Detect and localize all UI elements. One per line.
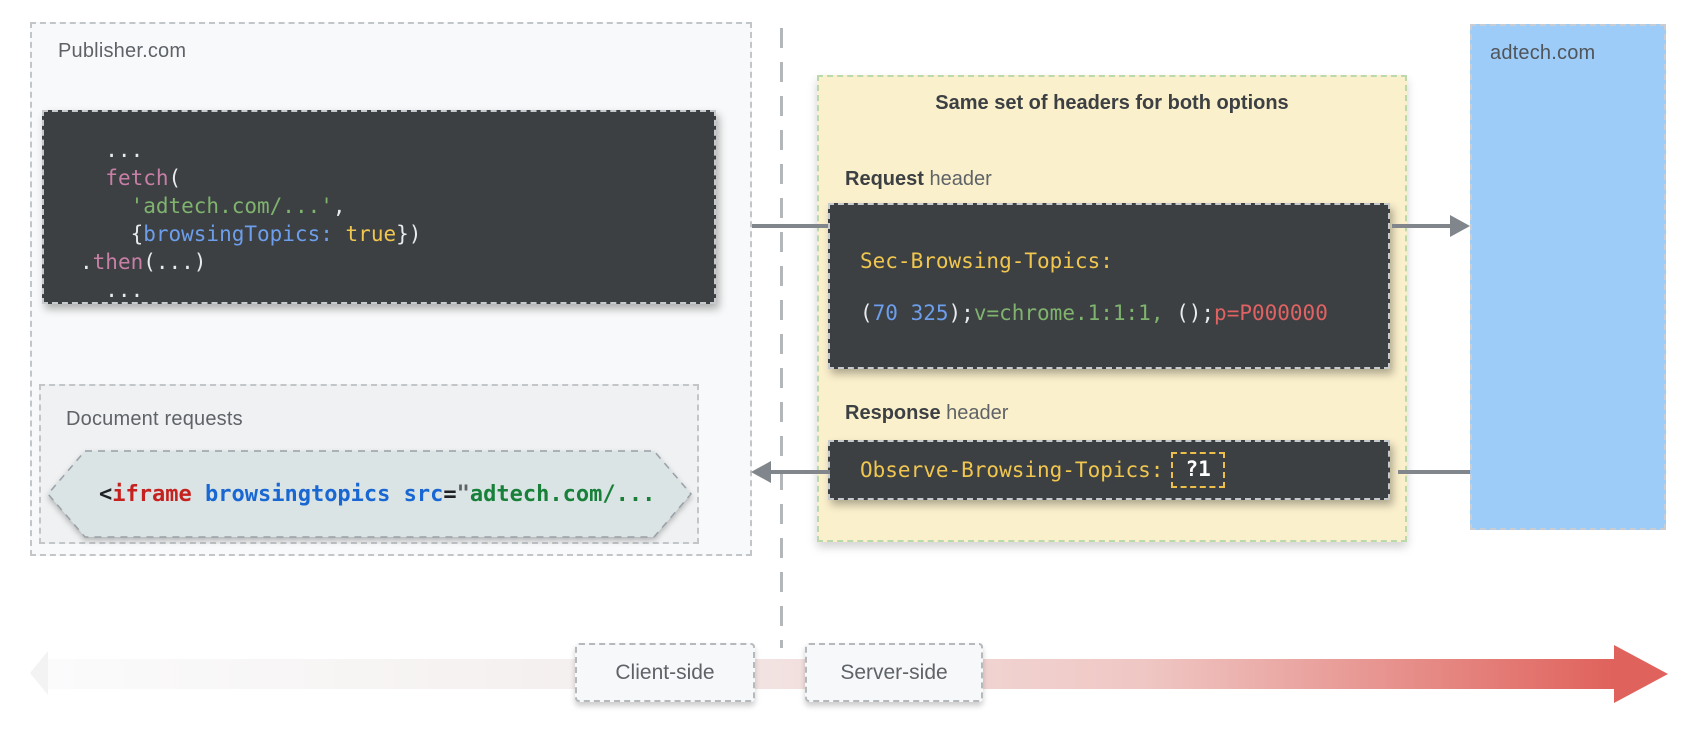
request-line-left [752,224,828,228]
code-line: fetch( [80,166,181,190]
request-header-code: Sec-Browsing-Topics: (70 325);v=chrome.1… [830,205,1388,339]
response-line-right [1398,470,1470,474]
fetch-code: ... fetch( 'adtech.com/...', {browsingTo… [44,112,714,304]
document-requests-label: Document requests [66,408,243,431]
server-side-label: Server-side [840,661,947,685]
code-line: Sec-Browsing-Topics: [860,249,1113,273]
response-value-box: ?1 [1171,452,1224,488]
code-line: ... [80,278,143,302]
publisher-label: Publisher.com [58,40,186,63]
request-arrowhead-icon [1450,215,1470,237]
client-server-divider [780,28,783,648]
client-side-badge: Client-side [575,643,755,702]
response-header-code: Observe-Browsing-Topics: [860,458,1163,482]
request-line-right [1392,224,1452,228]
request-header-label-bold: Request [845,168,924,190]
adtech-label: adtech.com [1490,42,1595,65]
adtech-box [1470,24,1666,530]
code-line: .then(...) [80,250,206,274]
code-line: (70 325);v=chrome.1:1:1, ();p=P000000 [860,301,1328,325]
request-header-block: Sec-Browsing-Topics: (70 325);v=chrome.1… [828,203,1390,369]
code-line: ... [80,138,143,162]
fetch-code-block: ... fetch( 'adtech.com/...', {browsingTo… [42,110,716,304]
response-header-label-bold: Response [845,402,941,424]
response-header-label: Response header [845,402,1008,425]
response-arrowhead-icon [751,461,771,483]
code-line: {browsingTopics: true}) [80,222,421,246]
headers-panel-title: Same set of headers for both options [817,92,1407,115]
code-line: 'adtech.com/...', [80,194,346,218]
response-header-label-rest: header [941,402,1009,424]
iframe-code: <iframe browsingtopics src="adtech.com/.… [47,450,692,538]
response-header-block: Observe-Browsing-Topics: ?1 [828,440,1390,500]
request-header-label: Request header [845,168,992,191]
server-side-badge: Server-side [805,643,983,702]
client-side-label: Client-side [615,661,714,685]
timeline-left-arrowhead-icon [30,651,48,695]
response-line-left [770,470,830,474]
timeline-right-arrowhead-icon [1614,645,1668,703]
request-header-label-rest: header [924,168,992,190]
